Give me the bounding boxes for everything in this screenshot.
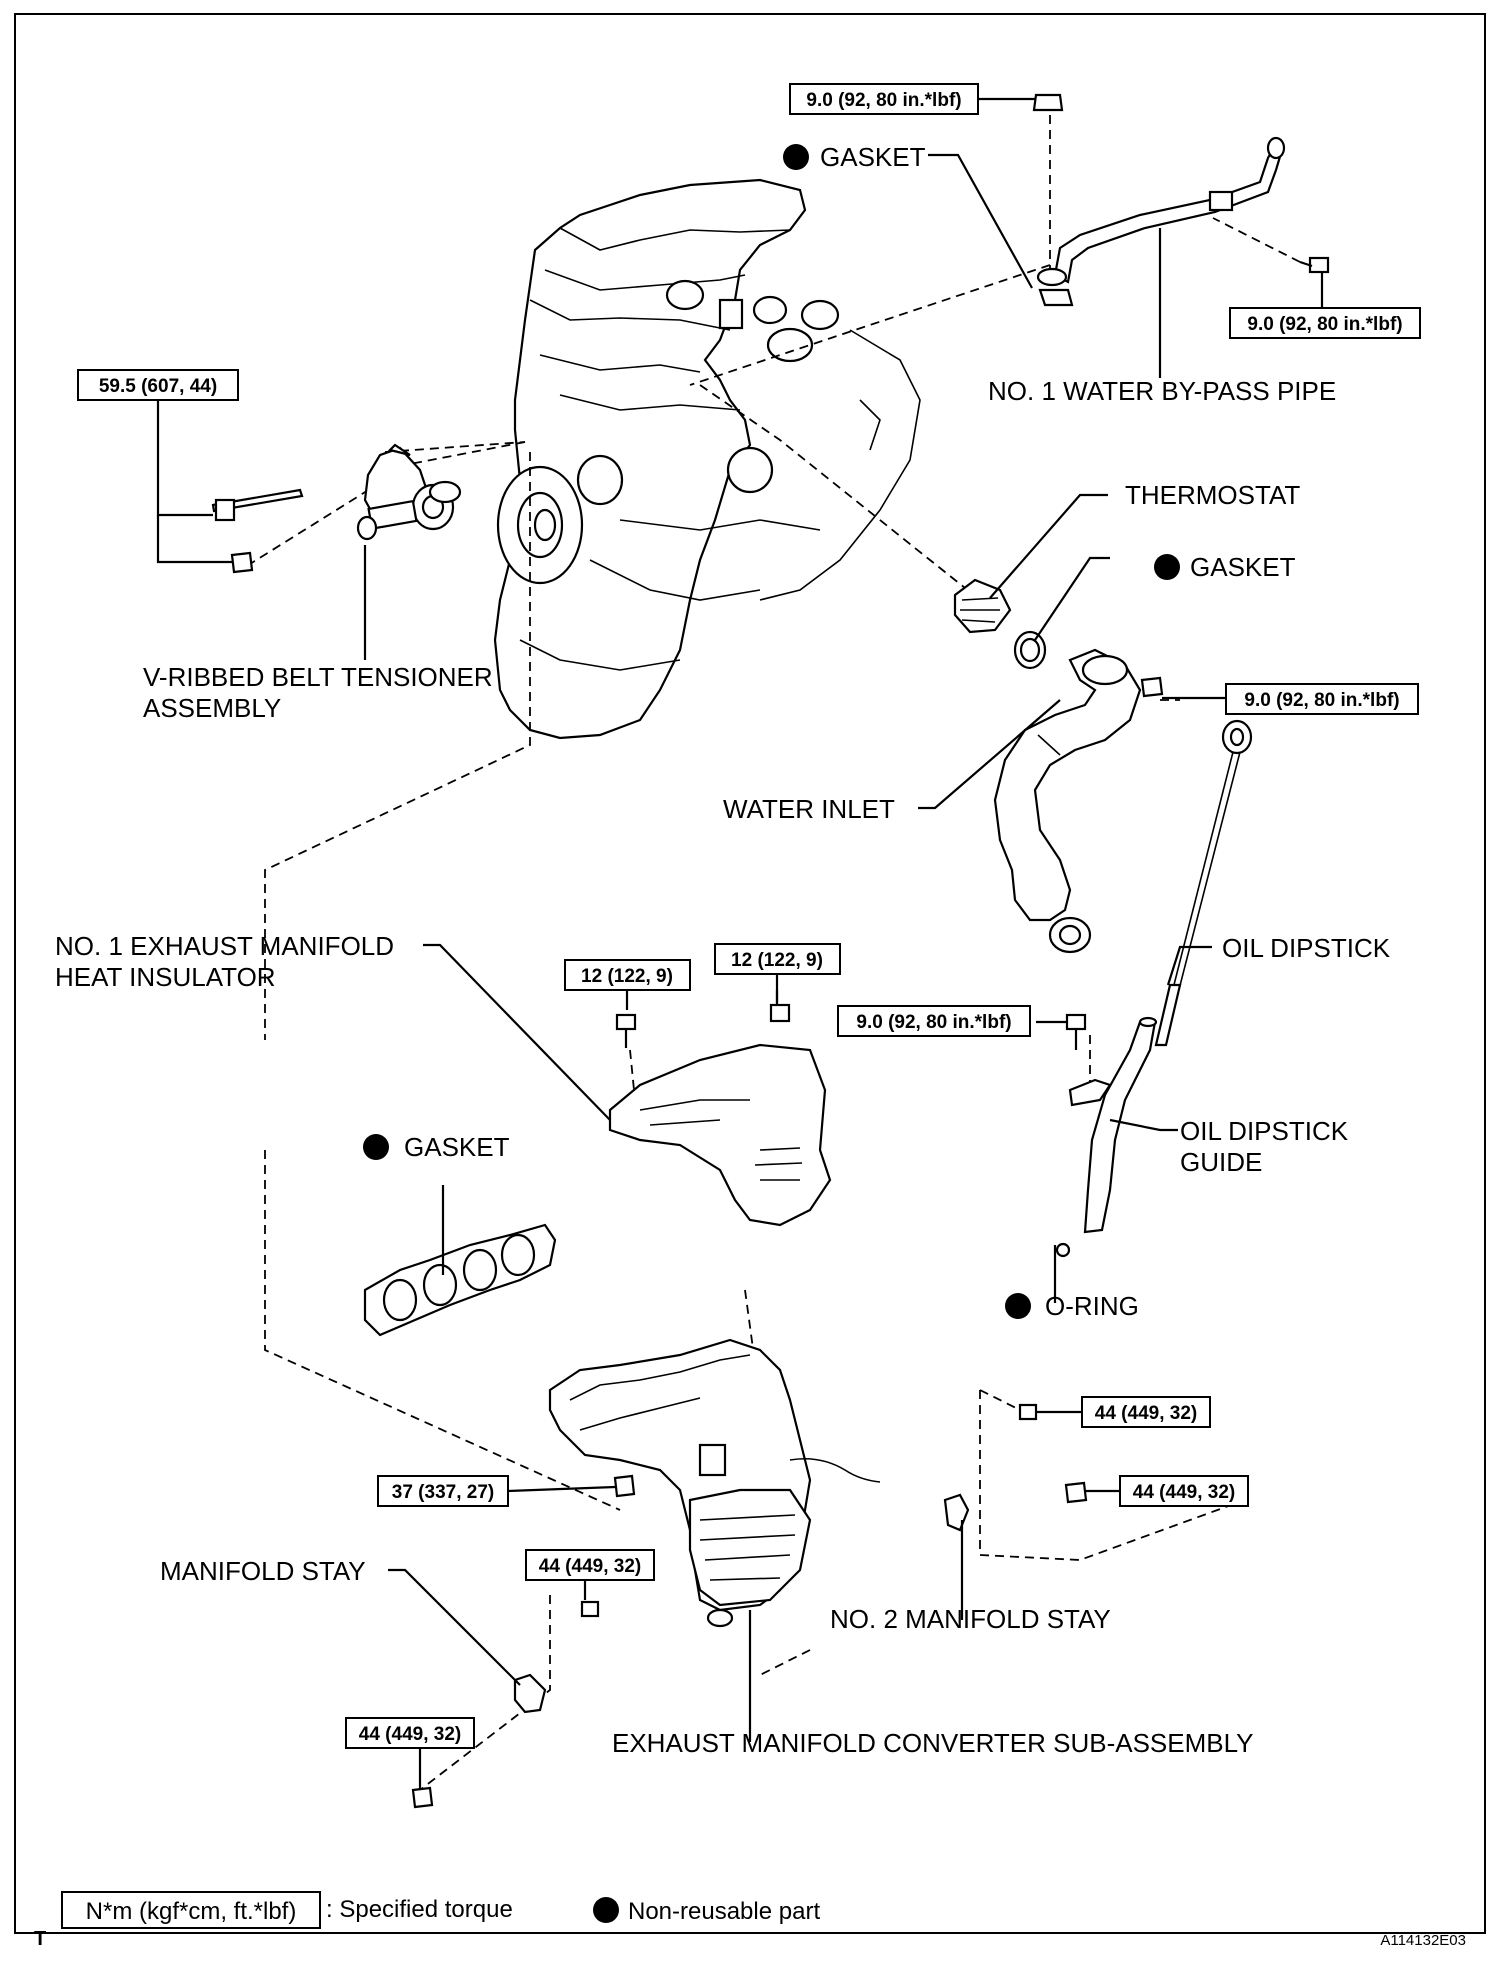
- torque-insulator-bolt-right: 12 (122, 9): [714, 943, 841, 1005]
- torque-manifold-nut: 37 (337, 27): [377, 1475, 616, 1507]
- torque-label: 9.0 (92, 80 in.*lbf): [856, 1012, 1011, 1033]
- torque-label: 12 (122, 9): [581, 966, 673, 987]
- manifold-stay: [513, 1673, 547, 1714]
- insulator-bolt-left: [615, 1013, 637, 1048]
- torque-label: 9.0 (92, 80 in.*lbf): [1247, 314, 1402, 335]
- label-heat-insulator-line1: NO. 1 EXHAUST MANIFOLD: [55, 931, 394, 961]
- torque-dipstick-guide-bolt: 9.0 (92, 80 in.*lbf): [837, 1005, 1031, 1037]
- torque-label: 44 (449, 32): [539, 1556, 641, 1577]
- nonreusable-marker: [1154, 554, 1180, 580]
- diagram-frame: [14, 13, 1486, 1934]
- label-water-inlet: WATER INLET: [723, 794, 895, 824]
- thermostat-gasket: [1013, 630, 1047, 670]
- torque-tensioner: 59.5 (607, 44): [77, 369, 239, 401]
- label-gasket-manifold: GASKET: [404, 1132, 510, 1162]
- water-inlet: [993, 648, 1142, 954]
- heat-insulator: [608, 1043, 832, 1227]
- torque-stay2-bolt-top: 44 (449, 32): [1036, 1396, 1211, 1428]
- torque-stay2-nut: 44 (449, 32): [1086, 1475, 1249, 1507]
- figure-id: A114132E03: [1380, 1932, 1466, 1949]
- label-converter: EXHAUST MANIFOLD CONVERTER SUB-ASSEMBLY: [612, 1728, 1253, 1758]
- torque-stay-nut-bottom: 44 (449, 32): [345, 1717, 475, 1790]
- nonreusable-marker: [363, 1134, 389, 1160]
- label-vribbed-line1: V-RIBBED BELT TENSIONER: [143, 662, 493, 692]
- stay-nut-bottom: [411, 1786, 434, 1809]
- tensioner-nut: [230, 551, 254, 574]
- legend-nonreusable-marker: [593, 1897, 619, 1923]
- stay2-nut: [1064, 1481, 1088, 1504]
- water-bypass-pipe: [1036, 136, 1286, 307]
- corner-mark: T: [34, 1928, 47, 1950]
- bypass-side-bolt: [1299, 256, 1330, 274]
- no2-manifold-stay: [943, 1493, 970, 1532]
- torque-bypass-nut: 9.0 (92, 80 in.*lbf): [789, 83, 1036, 115]
- engine-block: [493, 178, 921, 740]
- label-gasket-thermostat: GASKET: [1190, 552, 1296, 582]
- torque-label: 9.0 (92, 80 in.*lbf): [806, 90, 961, 111]
- vribbed-belt-tensioner: [356, 443, 462, 541]
- torque-label: 44 (449, 32): [359, 1724, 461, 1745]
- dipstick-guide-bolt: [1065, 1013, 1087, 1050]
- exhaust-manifold-converter: [548, 1338, 881, 1628]
- oil-dipstick-guide: [1055, 1016, 1158, 1258]
- legend-torque-desc: : Specified torque: [326, 1896, 513, 1923]
- label-vribbed-line2: ASSEMBLY: [143, 693, 281, 723]
- oil-dipstick: [1154, 719, 1253, 1047]
- nonreusable-marker: [783, 144, 809, 170]
- stay-bolt: [580, 1600, 600, 1618]
- leader-lines: [156, 153, 1212, 1742]
- legend: N*m (kgf*cm, ft.*lbf) : Specified torque…: [61, 1891, 820, 1929]
- torque-stay-bolt: 44 (449, 32): [525, 1549, 655, 1581]
- nonreusable-marker: [1005, 1293, 1031, 1319]
- legend-torque-unit: N*m (kgf*cm, ft.*lbf): [86, 1898, 297, 1925]
- label-dipstick-guide-line1: OIL DIPSTICK: [1180, 1116, 1349, 1146]
- legend-nonreusable: Non-reusable part: [628, 1898, 820, 1925]
- label-no2-manifold-stay: NO. 2 MANIFOLD STAY: [830, 1604, 1111, 1634]
- manifold-gasket: [363, 1223, 557, 1337]
- label-heat-insulator-line2: HEAT INSULATOR: [55, 962, 276, 992]
- label-gasket-top: GASKET: [820, 142, 926, 172]
- torque-label: 44 (449, 32): [1095, 1403, 1197, 1424]
- torque-insulator-bolt-left: 12 (122, 9): [564, 959, 691, 991]
- label-water-bypass-pipe: NO. 1 WATER BY-PASS PIPE: [988, 376, 1336, 406]
- torque-bypass-bolt: 9.0 (92, 80 in.*lbf): [1229, 272, 1421, 339]
- thermostat: [953, 578, 1012, 634]
- bypass-top-nut: [1032, 93, 1064, 112]
- stay2-bolt-top: [1018, 1403, 1038, 1421]
- torque-water-inlet-nut: 9.0 (92, 80 in.*lbf): [1162, 683, 1419, 715]
- manifold-nut: [613, 1474, 636, 1498]
- alignment-lines: [249, 100, 1301, 1791]
- torque-label: 44 (449, 32): [1133, 1482, 1235, 1503]
- label-dipstick-guide-line2: GUIDE: [1180, 1147, 1262, 1177]
- water-inlet-nut: [1140, 676, 1164, 698]
- tensioner-bolt: [211, 488, 304, 522]
- insulator-bolt-right: [769, 1003, 791, 1023]
- torque-label: 9.0 (92, 80 in.*lbf): [1244, 690, 1399, 711]
- label-o-ring: O-RING: [1045, 1291, 1139, 1321]
- label-manifold-stay: MANIFOLD STAY: [160, 1556, 366, 1586]
- torque-label: 59.5 (607, 44): [99, 376, 217, 397]
- label-thermostat: THERMOSTAT: [1125, 480, 1300, 510]
- torque-label: 37 (337, 27): [392, 1482, 494, 1503]
- torque-label: 12 (122, 9): [731, 950, 823, 971]
- label-oil-dipstick: OIL DIPSTICK: [1222, 933, 1391, 963]
